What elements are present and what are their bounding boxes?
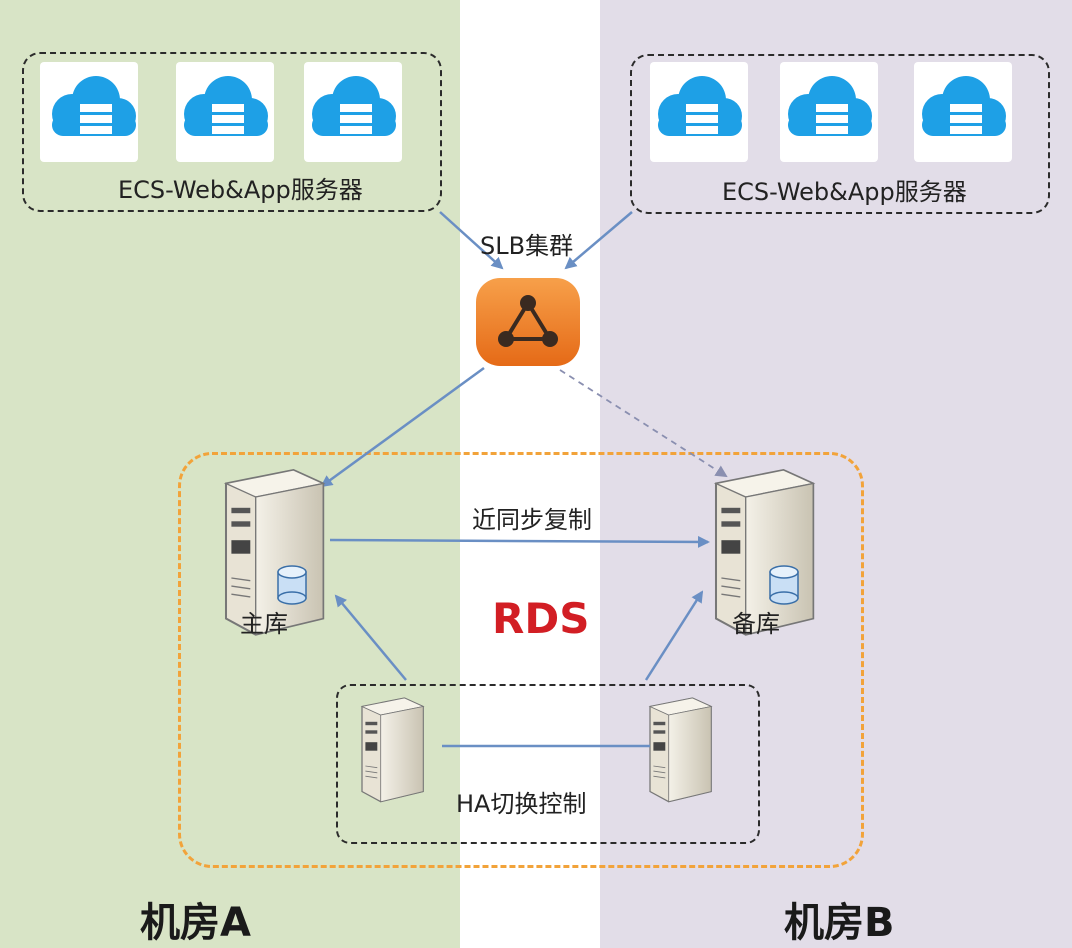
primary-db-label: 主库 — [240, 610, 288, 638]
arrow-slb-to-standby — [559, 369, 728, 478]
ecs-left-label: ECS-Web&App服务器 — [118, 176, 363, 204]
datacenter-a-label: 机房A — [140, 900, 251, 946]
cloud-icon — [788, 76, 872, 136]
replication-label: 近同步复制 — [472, 506, 592, 534]
ha-control-label: HA切换控制 — [456, 790, 587, 818]
cloud-icon — [312, 76, 396, 136]
arrow-replication — [329, 535, 710, 548]
load-balancer-icon — [476, 278, 580, 366]
ecs-right-label: ECS-Web&App服务器 — [722, 178, 967, 206]
ha-server-icon — [361, 697, 424, 803]
center-zone — [460, 0, 600, 948]
arrow-ha-to-primary — [334, 594, 407, 681]
arrow-ecs-left-to-slb — [439, 211, 504, 270]
arrow-slb-to-primary — [320, 366, 485, 488]
datacenter-b-label: 机房B — [784, 900, 895, 946]
ecs-group-left — [22, 52, 442, 212]
cloud-icon — [922, 76, 1006, 136]
ha-control-group — [336, 684, 760, 844]
ha-server-icon — [649, 697, 712, 803]
cloud-icon — [52, 76, 136, 136]
cloud-icon — [658, 76, 742, 136]
cloud-icon — [184, 76, 268, 136]
rds-region — [178, 452, 864, 868]
arrow-ecs-right-to-slb — [564, 211, 633, 270]
ecs-group-right — [630, 54, 1050, 214]
standby-db-label: 备库 — [732, 610, 780, 638]
slb-label: SLB集群 — [480, 232, 574, 260]
rds-label: RDS — [492, 594, 590, 643]
database-icon — [277, 565, 307, 605]
arrow-ha-to-standby — [644, 590, 704, 681]
database-icon — [769, 565, 799, 605]
